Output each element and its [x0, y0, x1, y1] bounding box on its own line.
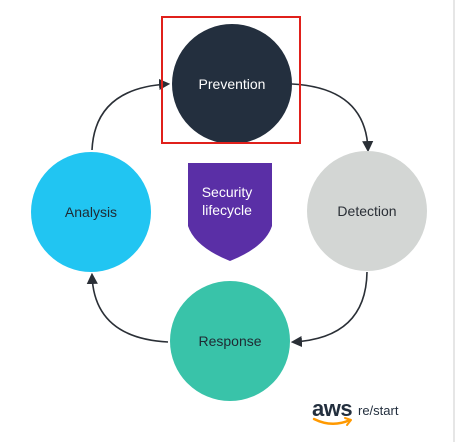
node-analysis[interactable]: Analysis [31, 152, 151, 272]
node-detection[interactable]: Detection [307, 151, 427, 271]
shield-label: Security lifecycle [201, 183, 253, 218]
node-detection-label: Detection [337, 202, 397, 219]
logo-aws-text: aws [312, 396, 353, 421]
arrow-analysis-to-prevention [91, 78, 171, 151]
logo-restart-text: re/start [358, 403, 399, 418]
arrow-prevention-to-detection [291, 83, 374, 153]
node-prevention[interactable]: Prevention [172, 24, 292, 144]
prevention-highlight-box [161, 16, 301, 144]
node-analysis-label: Analysis [64, 203, 118, 220]
aws-restart-logo: aws re/start [312, 396, 412, 428]
node-response-label: Response [198, 332, 262, 349]
arrow-detection-to-response [290, 271, 368, 348]
node-response[interactable]: Response [170, 281, 290, 401]
right-edge-divider [453, 0, 455, 442]
aws-smile-icon [312, 417, 352, 426]
security-shield-icon [188, 163, 272, 261]
arrow-response-to-analysis [86, 272, 169, 343]
node-prevention-label: Prevention [198, 75, 266, 92]
